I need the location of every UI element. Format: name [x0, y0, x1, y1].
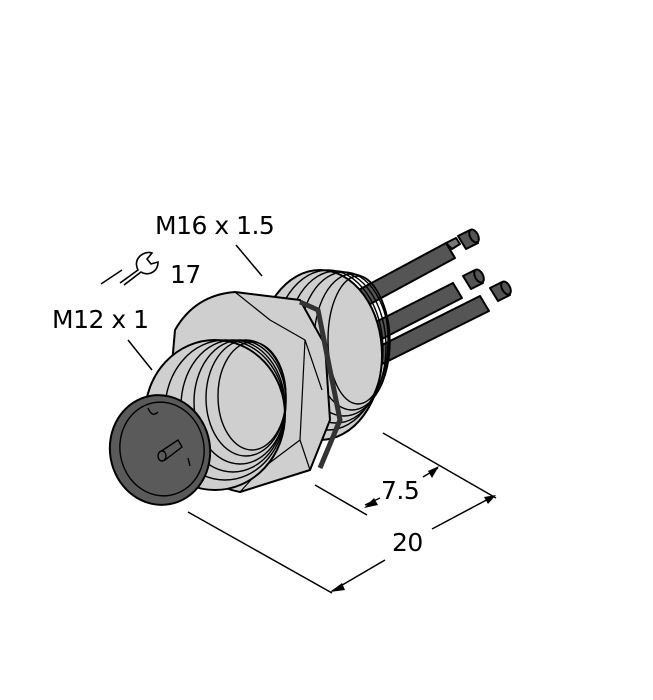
dim-long-label: 20 [392, 528, 423, 557]
dimension-lines [187, 432, 497, 594]
mount-thread-label: M16 x 1.5 [155, 211, 275, 240]
dim-short-label: 7.5 [381, 476, 420, 505]
connector-face [108, 394, 212, 506]
leader-lines [100, 244, 263, 371]
connector-thread-label: M12 x 1 [52, 305, 149, 334]
wrench-size-label: 17 [170, 260, 201, 289]
wrench-icon [119, 251, 159, 286]
